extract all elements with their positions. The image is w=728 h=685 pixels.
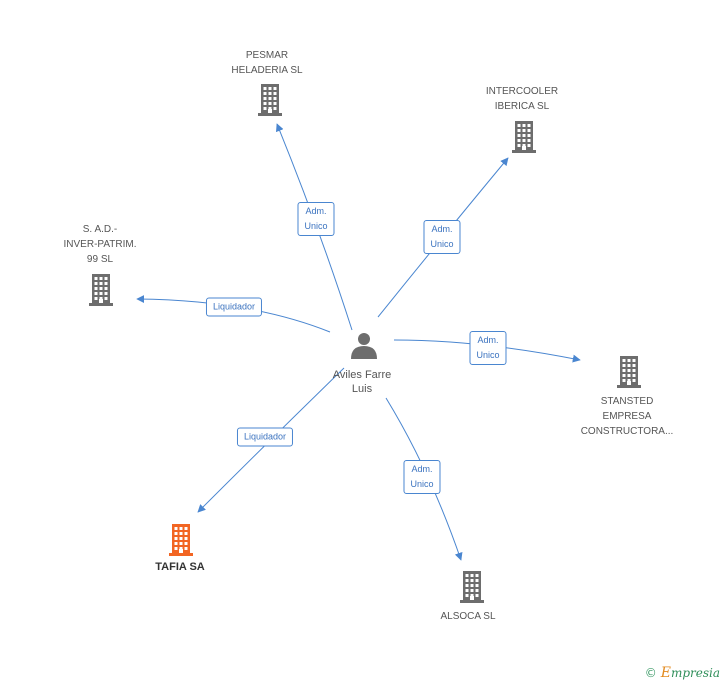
copyright-icon: © xyxy=(644,666,657,680)
building-icon-pesmar[interactable] xyxy=(258,84,282,116)
edges xyxy=(136,123,581,561)
building-icon-intercooler[interactable] xyxy=(512,121,536,153)
edge-label-stansted[interactable]: Adm.Unico xyxy=(469,331,507,365)
edge-label-alsoca[interactable]: Adm.Unico xyxy=(403,460,441,494)
building-icon-sad[interactable] xyxy=(89,274,113,306)
nodes xyxy=(89,84,641,603)
edge-label-sad[interactable]: Liquidador xyxy=(205,297,263,317)
footer-brand: ©Empresia xyxy=(645,665,720,681)
node-label-alsoca[interactable]: ALSOCA SL xyxy=(440,611,496,622)
node-label-sad[interactable]: S. A.D.-INVER-PATRIM.99 SL xyxy=(63,224,137,265)
building-icon-stansted[interactable] xyxy=(617,356,641,388)
building-icon-tafia[interactable] xyxy=(169,524,193,556)
building-icon-alsoca[interactable] xyxy=(460,571,484,603)
edge-label-tafia[interactable]: Liquidador xyxy=(236,427,294,447)
brand-logo-letter: E xyxy=(660,665,671,681)
brand-logo-text: mpresia xyxy=(670,666,720,680)
edge-label-pesmar[interactable]: Adm.Unico xyxy=(297,202,335,236)
node-label-tafia[interactable]: TAFIA SA xyxy=(155,561,205,573)
person-icon[interactable] xyxy=(351,333,377,359)
edge-label-intercooler[interactable]: Adm.Unico xyxy=(423,220,461,254)
